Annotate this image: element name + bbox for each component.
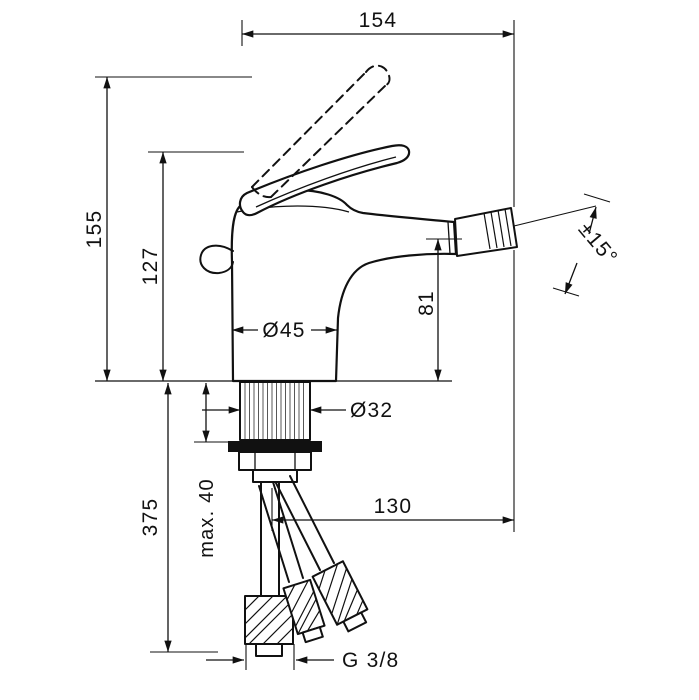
dim-label-d45: Ø45 xyxy=(262,319,305,342)
shank-threads xyxy=(244,383,304,439)
mounting-nut xyxy=(238,451,312,471)
dim-shank-diameter: Ø32 xyxy=(202,399,393,422)
aerator-knurl xyxy=(483,208,512,250)
hose-adapter xyxy=(252,469,298,483)
faucet-drawing xyxy=(95,64,518,657)
threaded-shank xyxy=(239,381,311,441)
dim-outlet-reach: 130 xyxy=(271,488,514,531)
hose-angled-b-connector xyxy=(282,578,326,644)
faucet-body-outline xyxy=(230,188,458,383)
hose-vertical xyxy=(244,481,294,657)
drain-hook xyxy=(199,244,234,275)
dim-connection-thread: G 3/8 xyxy=(206,644,399,672)
dim-label-375: 375 xyxy=(139,498,162,537)
dim-label-81: 81 xyxy=(415,290,438,316)
nut-facets xyxy=(254,452,296,470)
dim-label-max40: max. 40 xyxy=(196,478,218,558)
handle-inner-line xyxy=(255,156,397,208)
dimensions: 154 155 127 81 Ø45 Ø xyxy=(83,9,622,672)
dim-label-127: 127 xyxy=(139,247,162,286)
dim-below-deck-length: 375 xyxy=(139,383,218,653)
spout-seam xyxy=(447,221,451,255)
dim-overall-height: 155 xyxy=(83,76,252,381)
dim-overall-width: 154 xyxy=(241,9,515,532)
dim-label-d32: Ø32 xyxy=(350,399,393,422)
washer-flange xyxy=(228,441,322,452)
hose-vertical-tip xyxy=(255,643,283,657)
dim-max-deck-thickness: max. 40 xyxy=(194,383,228,558)
dim-label-g38: G 3/8 xyxy=(342,649,399,672)
dim-body-height: 127 xyxy=(139,151,244,381)
handle-raised-dashed xyxy=(251,64,391,199)
hose-angled-a-connector xyxy=(311,560,369,633)
dim-outlet-height: 81 xyxy=(415,238,462,381)
dim-label-angle: ±15° xyxy=(574,218,623,270)
dim-label-130: 130 xyxy=(374,495,413,518)
dim-label-154: 154 xyxy=(359,9,398,32)
aerator xyxy=(454,207,518,257)
dim-label-155: 155 xyxy=(83,210,106,249)
dim-spray-angle: ±15° xyxy=(513,193,623,297)
hose-angled-b xyxy=(258,481,326,644)
dim-body-diameter: Ø45 xyxy=(232,319,337,342)
